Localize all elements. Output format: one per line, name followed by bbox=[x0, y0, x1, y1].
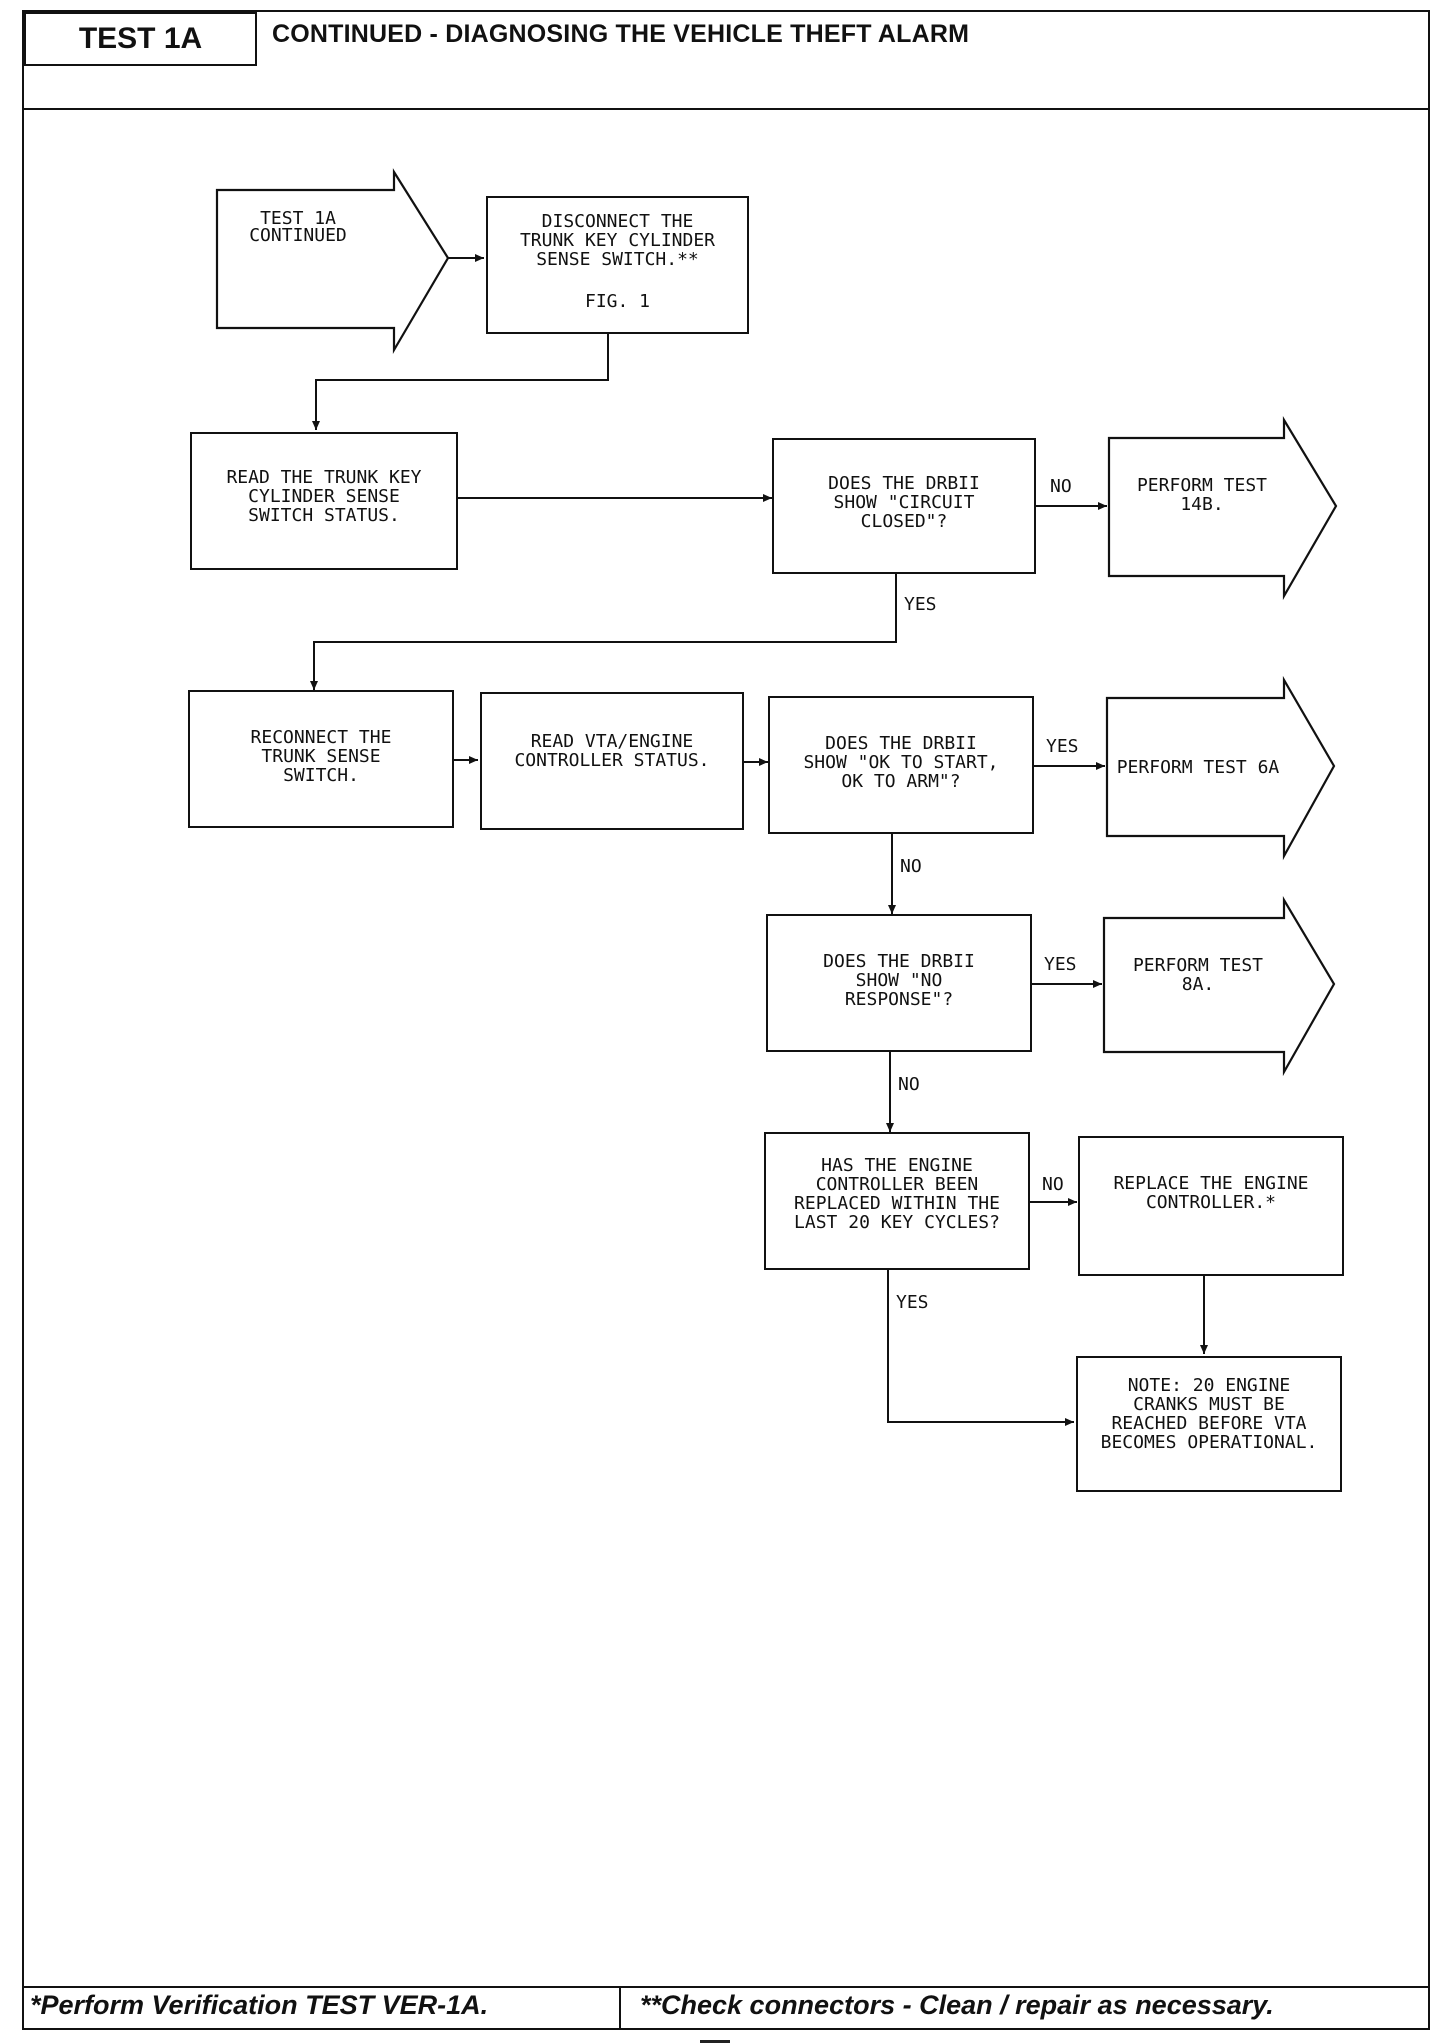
q-ok-line2: SHOW "OK TO START, bbox=[803, 752, 999, 773]
disconnect-line1: DISCONNECT THE bbox=[541, 211, 694, 232]
perform-14b-line1: PERFORM TEST bbox=[1136, 475, 1268, 496]
page-number-cutoff bbox=[700, 2032, 740, 2044]
footer-column-divider bbox=[619, 1986, 621, 2030]
disconnect-line2: TRUNK KEY CYLINDER bbox=[519, 230, 716, 251]
q-replaced-line1: HAS THE ENGINE bbox=[821, 1155, 973, 1176]
reconnect-line2: TRUNK SENSE bbox=[261, 746, 381, 767]
perform-test-6a-text: PERFORM TEST 6A bbox=[1116, 757, 1280, 778]
q-noresp-line1: DOES THE DRBII bbox=[823, 951, 975, 972]
connector-circuit-yes bbox=[310, 574, 897, 690]
start-text: TEST 1A CONTINUED bbox=[238, 208, 358, 246]
perform-6a-arrow-shape bbox=[1105, 675, 1336, 861]
perform-8a-arrow-shape bbox=[1102, 896, 1336, 1077]
q-replaced-line3: REPLACED WITHIN THE bbox=[794, 1193, 1000, 1214]
page-frame bbox=[22, 10, 1430, 2030]
test-label-text: TEST 1A bbox=[78, 22, 203, 55]
note-line3: REACHED BEFORE VTA bbox=[1111, 1413, 1307, 1434]
header-divider bbox=[22, 108, 1430, 110]
read-trunk-line1: READ THE TRUNK KEY bbox=[226, 467, 422, 488]
footer-note-left: *Perform Verification TEST VER-1A. bbox=[30, 1990, 489, 2020]
q-ok-line1: DOES THE DRBII bbox=[825, 733, 977, 754]
reconnect-line3: SWITCH. bbox=[283, 765, 359, 786]
disconnect-switch-box bbox=[486, 196, 749, 334]
q-replaced-line2: CONTROLLER BEEN bbox=[815, 1174, 979, 1195]
q-circuit-line1: DOES THE DRBII bbox=[828, 473, 980, 494]
read-vta-line2: CONTROLLER STATUS. bbox=[514, 750, 710, 771]
start-line1: TEST 1A bbox=[260, 208, 336, 229]
q-noresp-line3: RESPONSE"? bbox=[844, 989, 954, 1010]
noresp-yes-label: YES bbox=[1044, 954, 1077, 975]
noresp-no-label: NO bbox=[898, 1074, 920, 1095]
circuit-no-label: NO bbox=[1050, 476, 1072, 497]
replaced-no-label: NO bbox=[1042, 1174, 1064, 1195]
test-label: TEST 1A bbox=[24, 12, 257, 66]
no-response-decision-text: DOES THE DRBII SHOW "NO RESPONSE"? bbox=[766, 952, 1032, 1009]
note-text: NOTE: 20 ENGINE CRANKS MUST BE REACHED B… bbox=[1076, 1376, 1342, 1452]
note-line1: NOTE: 20 ENGINE bbox=[1127, 1375, 1291, 1396]
read-trunk-status-text: READ THE TRUNK KEY CYLINDER SENSE SWITCH… bbox=[190, 468, 458, 525]
perform-test-14b-text: PERFORM TEST 14B. bbox=[1118, 476, 1286, 514]
start-line2: CONTINUED bbox=[249, 225, 347, 246]
replace-controller-text: REPLACE THE ENGINE CONTROLLER.* bbox=[1078, 1174, 1344, 1212]
start-arrow-shape bbox=[215, 168, 450, 355]
q-circuit-line2: SHOW "CIRCUIT bbox=[833, 492, 975, 513]
perform-14b-line2: 14B. bbox=[1180, 494, 1224, 515]
reconnect-switch-box bbox=[188, 690, 454, 828]
disconnect-fig-ref: FIG. 1 bbox=[584, 291, 651, 312]
circuit-closed-decision-text: DOES THE DRBII SHOW "CIRCUIT CLOSED"? bbox=[772, 474, 1036, 531]
controller-replaced-decision-box bbox=[764, 1132, 1030, 1270]
footer-divider bbox=[22, 1986, 1430, 1988]
note-box bbox=[1076, 1356, 1342, 1492]
disconnect-line3: SENSE SWITCH.** bbox=[536, 249, 699, 270]
read-vta-line1: READ VTA/ENGINE bbox=[530, 731, 694, 752]
reconnect-switch-text: RECONNECT THE TRUNK SENSE SWITCH. bbox=[188, 728, 454, 785]
ok-to-start-decision-box bbox=[768, 696, 1034, 834]
perform-test-8a-text: PERFORM TEST 8A. bbox=[1112, 956, 1284, 994]
no-response-decision-box bbox=[766, 914, 1032, 1052]
disconnect-switch-text: DISCONNECT THE TRUNK KEY CYLINDER SENSE … bbox=[486, 212, 749, 269]
controller-replaced-decision-text: HAS THE ENGINE CONTROLLER BEEN REPLACED … bbox=[764, 1156, 1030, 1232]
footer-note-right: **Check connectors - Clean / repair as n… bbox=[640, 1990, 1274, 2020]
replace-ctrl-line2: CONTROLLER.* bbox=[1145, 1192, 1277, 1213]
q-ok-line3: OK TO ARM"? bbox=[841, 771, 961, 792]
replace-controller-box bbox=[1078, 1136, 1344, 1276]
read-vta-status-text: READ VTA/ENGINE CONTROLLER STATUS. bbox=[480, 732, 744, 770]
read-vta-status-box bbox=[480, 692, 744, 830]
ok-no-label: NO bbox=[900, 856, 922, 877]
connector-disconnect-to-read-trunk bbox=[312, 334, 609, 430]
q-circuit-line3: CLOSED"? bbox=[860, 511, 948, 532]
note-line2: CRANKS MUST BE bbox=[1133, 1394, 1285, 1415]
read-trunk-status-box bbox=[190, 432, 458, 570]
replaced-yes-label: YES bbox=[896, 1292, 929, 1313]
circuit-closed-decision-box bbox=[772, 438, 1036, 574]
read-trunk-line3: SWITCH STATUS. bbox=[248, 505, 400, 526]
q-noresp-line2: SHOW "NO bbox=[855, 970, 943, 991]
perform-14b-arrow-shape bbox=[1107, 416, 1338, 601]
ok-to-start-decision-text: DOES THE DRBII SHOW "OK TO START, OK TO … bbox=[768, 734, 1034, 791]
replace-ctrl-line1: REPLACE THE ENGINE bbox=[1113, 1173, 1309, 1194]
perform-8a-line1: PERFORM TEST bbox=[1132, 955, 1264, 976]
read-trunk-line2: CYLINDER SENSE bbox=[248, 486, 400, 507]
note-line4: BECOMES OPERATIONAL. bbox=[1100, 1432, 1318, 1453]
connector-replaced-yes bbox=[887, 1270, 1074, 1426]
perform-8a-line2: 8A. bbox=[1181, 974, 1215, 995]
circuit-yes-label: YES bbox=[904, 594, 937, 615]
ok-yes-label: YES bbox=[1046, 736, 1079, 757]
page-title: CONTINUED - DIAGNOSING THE VEHICLE THEFT… bbox=[272, 20, 970, 48]
q-replaced-line4: LAST 20 KEY CYCLES? bbox=[794, 1212, 1000, 1233]
reconnect-line1: RECONNECT THE bbox=[250, 727, 392, 748]
